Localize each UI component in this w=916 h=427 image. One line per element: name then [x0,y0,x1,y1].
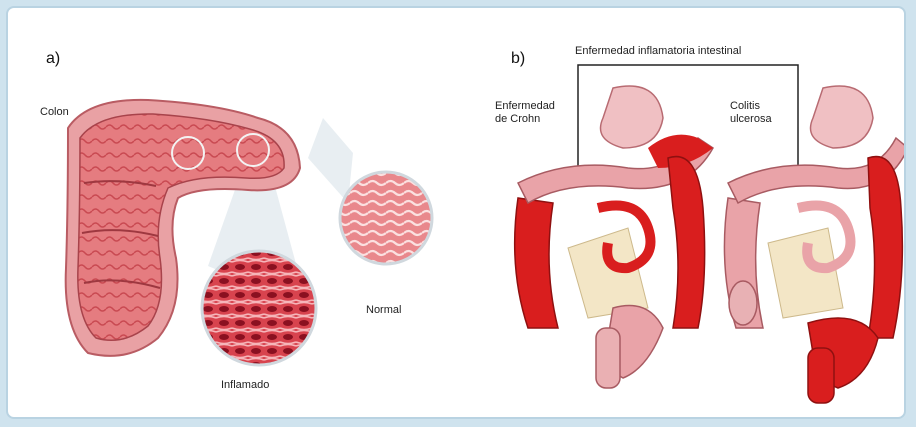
crohn-colon-illustration [515,86,713,388]
zoom-cone-normal [308,118,353,203]
colitis-colon-illustration [724,86,906,403]
normal-tissue-magnified [340,172,432,264]
colitis-label-line-1: Colitis [730,100,760,113]
figure-artwork [8,8,906,419]
panel-a-letter: a) [46,50,60,68]
inflamed-label: Inflamado [221,379,269,392]
figure-frame: a) Colon Normal Inflamado b) Enfermedad … [6,6,906,419]
inflamed-tissue-magnified [202,251,316,365]
crohn-label-line-2: de Crohn [495,113,540,126]
colitis-label-line-2: ulcerosa [730,113,772,126]
crohn-label-line-1: Enfermedad [495,100,555,113]
panel-a-illustration [66,100,432,365]
normal-label: Normal [366,304,401,317]
ibd-group-label: Enfermedad inflamatoria intestinal [575,45,741,58]
panel-b-letter: b) [511,50,525,68]
colon-label: Colon [40,106,69,119]
